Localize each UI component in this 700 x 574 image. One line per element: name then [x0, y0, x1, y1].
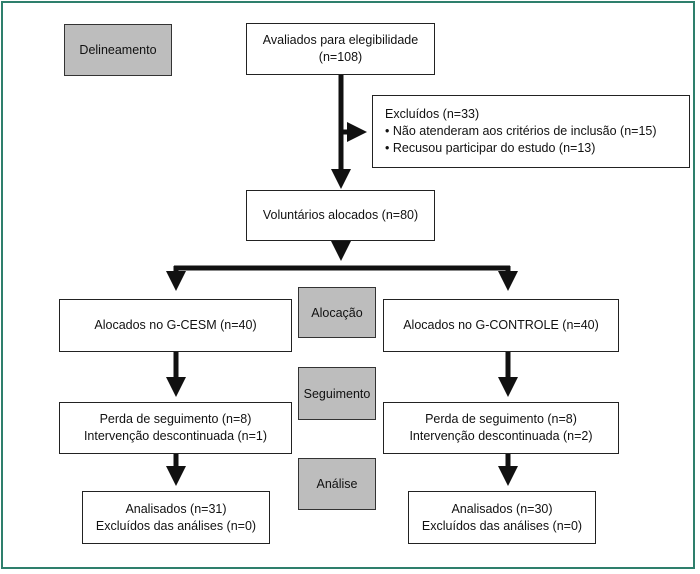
right-allocation-label: Alocados no G-CONTROLE (n=40) — [403, 318, 599, 332]
right-analysis-box: Analisados (n=30) Excluídos das análises… — [408, 491, 596, 544]
stage-followup-label: Seguimento — [303, 386, 371, 401]
left-analysis-box: Analisados (n=31) Excluídos das análises… — [82, 491, 270, 544]
stage-allocation-label: Alocação — [311, 305, 363, 320]
eligibility-title: Avaliados para elegibilidade — [262, 33, 419, 47]
right-allocation-box: Alocados no G-CONTROLE (n=40) — [383, 299, 619, 352]
allocated-box: Voluntários alocados (n=80) — [246, 190, 435, 241]
allocated-label: Voluntários alocados (n=80) — [262, 208, 419, 222]
stage-allocation: Alocação — [298, 287, 376, 338]
excluded-item: • Não atenderam aos critérios de inclusã… — [385, 124, 657, 138]
stage-design-label: Delineamento — [79, 43, 157, 57]
right-excluded-label: Excluídos das análises (n=0) — [421, 518, 583, 533]
stage-design: Delineamento — [64, 24, 172, 76]
right-followup-box: Perda de seguimento (n=8) Intervenção de… — [383, 402, 619, 454]
stage-analysis-label: Análise — [316, 477, 358, 491]
eligibility-count: (n=108) — [318, 50, 363, 64]
right-analyzed-label: Analisados (n=30) — [451, 501, 553, 516]
left-discontinued-label: Intervenção descontinuada (n=1) — [83, 429, 268, 443]
eligibility-box: Avaliados para elegibilidade (n=108) — [246, 23, 435, 75]
left-loss-label: Perda de seguimento (n=8) — [99, 412, 252, 426]
left-allocation-box: Alocados no G-CESM (n=40) — [59, 299, 292, 352]
excluded-title: Excluídos (n=33) — [385, 107, 480, 121]
excluded-box: Excluídos (n=33) • Não atenderam aos cri… — [372, 95, 690, 168]
stage-analysis: Análise — [298, 458, 376, 510]
right-discontinued-label: Intervenção descontinuada (n=2) — [409, 429, 593, 443]
right-loss-label: Perda de seguimento (n=8) — [425, 412, 577, 426]
left-allocation-label: Alocados no G-CESM (n=40) — [94, 318, 257, 332]
left-analyzed-label: Analisados (n=31) — [125, 501, 227, 516]
left-excluded-label: Excluídos das análises (n=0) — [95, 518, 257, 533]
stage-followup: Seguimento — [298, 367, 376, 420]
excluded-item: • Recusou participar do estudo (n=13) — [385, 141, 596, 155]
left-followup-box: Perda de seguimento (n=8) Intervenção de… — [59, 402, 292, 454]
